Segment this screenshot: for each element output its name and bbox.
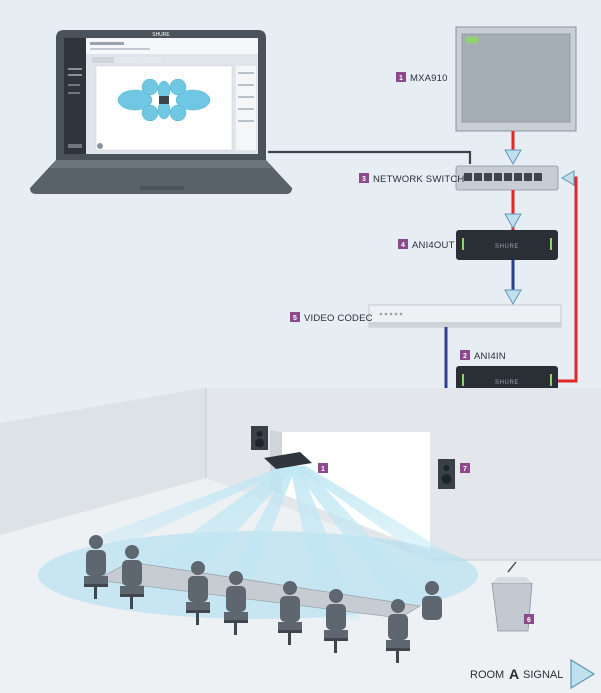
person <box>324 589 348 638</box>
chairs <box>84 584 410 663</box>
person <box>224 571 248 620</box>
laptop <box>30 30 292 194</box>
badge-speaker: 7 <box>460 463 470 473</box>
speaker-left <box>251 426 268 450</box>
svg-text:6: 6 <box>527 617 531 624</box>
svg-text:A: A <box>509 666 519 682</box>
label-mxa910: 1 MXA910 <box>396 72 448 84</box>
person <box>120 545 144 594</box>
badge-room-mic: 1 <box>318 463 328 473</box>
arrow-into-switch <box>504 149 522 166</box>
legend-room-a-signal: ROOM A SIGNAL <box>470 658 596 690</box>
lectern <box>491 561 533 632</box>
svg-text:3: 3 <box>362 176 366 183</box>
svg-text:ANI4OUT: ANI4OUT <box>412 240 455 251</box>
network-switch-device <box>455 165 559 191</box>
svg-text:NETWORK SWITCH: NETWORK SWITCH <box>373 174 464 185</box>
person <box>186 561 210 610</box>
label-network-switch: 3 NETWORK SWITCH <box>359 173 464 185</box>
person <box>422 581 442 620</box>
arrow-into-codec <box>504 289 522 306</box>
arrow-into-switch-right <box>561 170 575 186</box>
svg-text:ROOM: ROOM <box>470 669 504 681</box>
svg-text:5: 5 <box>293 315 297 322</box>
ani4out-brand: SHURE <box>495 244 519 250</box>
laptop-brand: SHURE <box>152 32 170 38</box>
svg-text:1: 1 <box>321 466 325 473</box>
ani4in-brand: SHURE <box>495 380 519 386</box>
label-video-codec: 5 VIDEO CODEC <box>290 312 373 324</box>
arrow-into-ani4out <box>504 213 522 230</box>
svg-text:4: 4 <box>401 242 405 249</box>
label-ani4in: 2 ANI4IN <box>460 350 506 362</box>
coverage-lobes-on-screen <box>117 78 211 122</box>
laptop-network-cable <box>268 150 472 164</box>
video-codec-device <box>368 304 562 328</box>
speaker-right <box>438 459 455 489</box>
person <box>386 599 410 648</box>
svg-text:MXA910: MXA910 <box>410 73 448 84</box>
mxa910-device <box>455 26 577 132</box>
svg-text:1: 1 <box>399 75 403 82</box>
person <box>278 581 302 630</box>
svg-text:VIDEO CODEC: VIDEO CODEC <box>304 313 373 324</box>
person <box>84 535 108 584</box>
label-ani4out: 4 ANI4OUT <box>398 239 455 251</box>
attendees <box>84 535 442 648</box>
svg-text:SIGNAL: SIGNAL <box>523 669 563 681</box>
svg-text:2: 2 <box>463 353 467 360</box>
ani4out-device <box>456 230 558 260</box>
svg-text:7: 7 <box>463 466 467 473</box>
badge-lectern: 6 <box>524 614 534 624</box>
room-ceiling-mic <box>264 452 312 469</box>
svg-text:ANI4IN: ANI4IN <box>474 351 506 362</box>
signal-arrow-icon <box>570 658 596 690</box>
